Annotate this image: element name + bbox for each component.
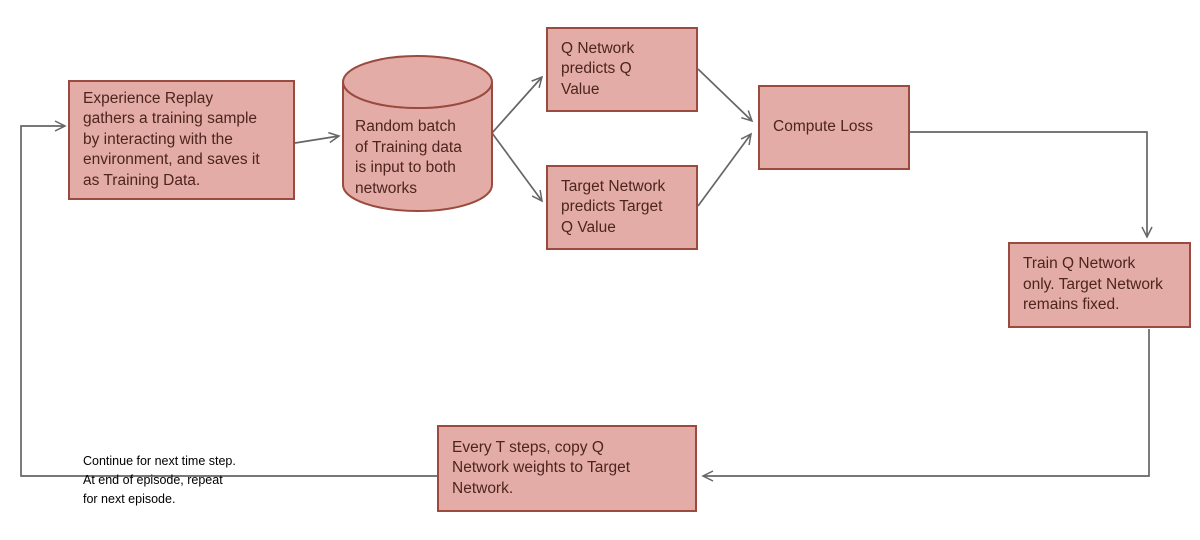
- node-text-line: gathers a training sample: [83, 110, 258, 128]
- node-target-network: Target Network predicts Target Q Value: [546, 165, 698, 250]
- node-text-line: remains fixed.: [1023, 296, 1120, 314]
- edge-label-line: for next episode.: [83, 492, 176, 506]
- node-text-line: Random batch: [355, 118, 456, 135]
- node-train-q-network: Train Q Network only. Target Network rem…: [1008, 242, 1191, 328]
- node-text-line: networks: [355, 179, 418, 197]
- node-text-line: Train Q Network: [1023, 255, 1136, 273]
- node-q-network: Q Network predicts Q Value: [546, 27, 698, 112]
- node-compute-loss: Compute Loss: [758, 85, 910, 170]
- node-experience-replay: Experience Replay gathers a training sam…: [68, 80, 295, 200]
- node-copy-weights: Every T steps, copy Q Network weights to…: [437, 425, 697, 512]
- node-text-line: Network weights to Target: [452, 459, 631, 477]
- node-text-line: predicts Target: [561, 198, 663, 216]
- node-text-line: environment, and saves it: [83, 151, 260, 169]
- connector-loss-to-train: [910, 131, 1153, 239]
- connector-q-to-loss: [697, 68, 754, 123]
- edge-label-line: Continue for next time step.: [83, 454, 236, 468]
- node-text-line: Experience Replay: [83, 89, 214, 107]
- node-text-line: Q Value: [561, 218, 616, 236]
- connector-loop-to-experience-replay: [20, 120, 437, 477]
- database-cylinder-icon: [342, 55, 493, 212]
- node-text-line: Every T steps, copy Q: [452, 438, 604, 456]
- edge-label-line: At end of episode, repeat: [83, 473, 223, 487]
- connector-experience-to-data: [294, 131, 341, 144]
- connector-data-to-q-network: [491, 75, 544, 134]
- node-text-line: Q Network: [561, 39, 635, 57]
- node-training-data-cylinder-label: Random batch of Training data is input t…: [355, 117, 495, 199]
- connector-data-to-target-network: [491, 132, 543, 203]
- connector-train-to-copy: [701, 329, 1150, 482]
- node-text-line: Target Network: [561, 177, 666, 195]
- node-text-line: Compute Loss: [773, 118, 873, 136]
- node-text-line: predicts Q: [561, 60, 632, 78]
- node-text-line: is input to both: [355, 159, 456, 176]
- edge-label-continue: Continue for next time step. At end of e…: [83, 452, 236, 509]
- node-text-line: Network.: [452, 479, 514, 497]
- node-text-line: as Training Data.: [83, 171, 201, 189]
- node-text-line: Value: [561, 80, 600, 98]
- connector-target-to-loss: [697, 132, 752, 207]
- node-text-line: of Training data: [355, 138, 462, 156]
- node-text-line: only. Target Network: [1023, 275, 1163, 293]
- node-text-line: by interacting with the: [83, 130, 233, 148]
